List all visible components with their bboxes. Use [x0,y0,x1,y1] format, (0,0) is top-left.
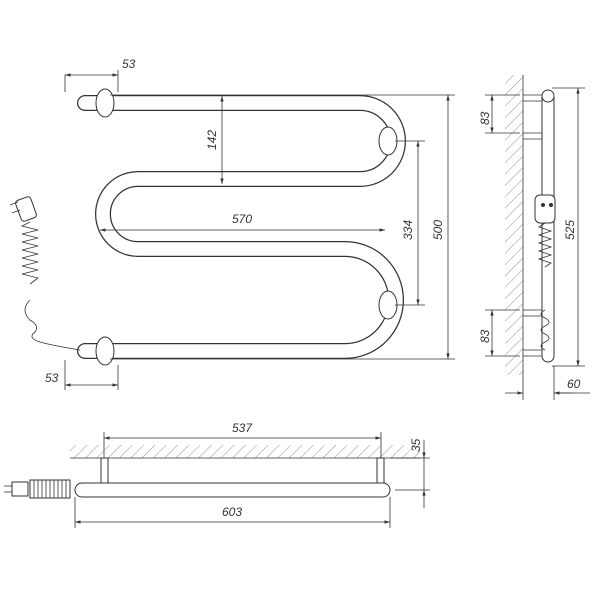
dim-side-height: 525 [563,220,577,240]
dim-bottom-total-width: 603 [222,505,242,519]
side-coiled-cord [537,222,553,351]
wall-bracket-top-left [95,88,115,118]
dim-bottom-wall-gap: 35 [409,438,423,452]
bottom-plug-icon [11,481,29,497]
dim-bottom-offset: 53 [45,371,59,385]
coiled-cord [20,221,81,351]
dim-total-height: 500 [431,220,445,240]
dim-inner-width: 570 [232,212,252,226]
bottom-dimension-lines [74,432,430,528]
heating-element-connector [534,194,556,224]
bottom-tube [74,482,391,498]
wall-bracket-bottom-left [95,336,115,366]
dim-upper-pitch: 142 [205,130,219,150]
dim-bottom-bracket-width: 537 [232,421,253,435]
dim-side-top-bracket: 83 [478,111,492,125]
dim-bracket-spacing: 334 [401,220,415,240]
serpentine-tube [77,95,406,359]
dim-side-depth: 60 [567,377,581,391]
side-tube [541,91,555,363]
dimension-lines [64,70,455,390]
front-view: 53 53 142 570 334 500 [9,57,455,390]
bottom-view: 537 35 603 [4,421,430,528]
wall-bracket-lower-right [378,290,398,320]
dim-side-bottom-bracket: 83 [478,329,492,343]
side-view: 83 83 525 60 [478,75,590,400]
side-dimension-lines [485,87,590,400]
wall-bracket-upper-right [378,126,398,156]
dim-top-offset: 53 [122,57,136,71]
power-plug-icon [9,196,37,222]
